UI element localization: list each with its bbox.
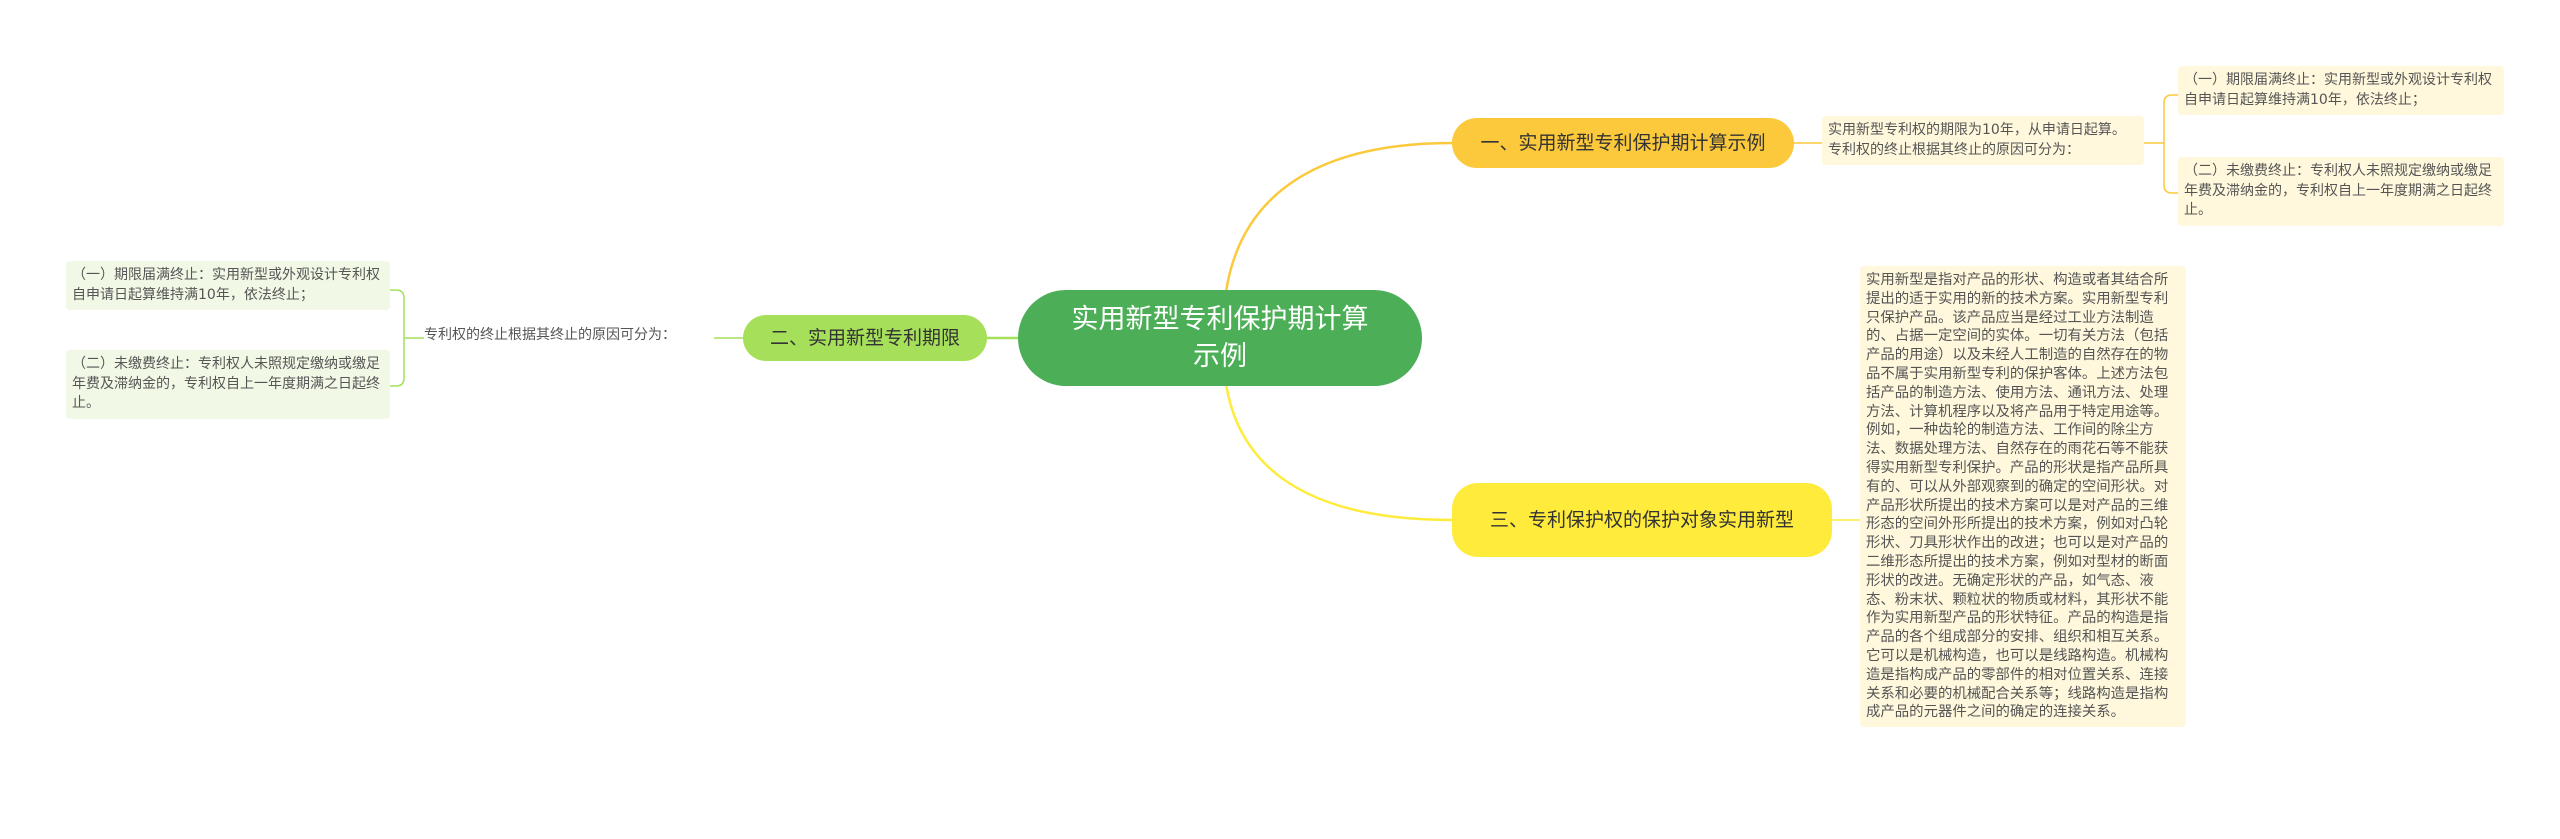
branch2-item-expiry[interactable]: （一）期限届满终止：实用新型或外观设计专利权自申请日起算维持满10年，依法终止； (66, 261, 390, 310)
root-topic-label: 实用新型专利保护期计算示例 (1071, 304, 1369, 372)
connector-root-branch1 (1224, 141, 1453, 293)
branch-protection-object[interactable]: 三、专利保护权的保护对象实用新型 (1452, 483, 1832, 557)
branch1-item-expiry[interactable]: （一）期限届满终止：实用新型或外观设计专利权自申请日起算维持满10年，依法终止； (2178, 66, 2504, 115)
branch2-summary-note[interactable]: 专利权的终止根据其终止的原因可分为： (424, 327, 676, 343)
branch-calculation-example-label: 一、实用新型专利保护期计算示例 (1480, 132, 1766, 154)
root-topic[interactable]: 实用新型专利保护期计算示例 (1018, 290, 1422, 386)
connector-summary2-items (390, 289, 424, 387)
branch1-item-unpaid-fee[interactable]: （二）未缴费终止：专利权人未照规定缴纳或缴足年费及滞纳金的，专利权自上一年度期满… (2178, 157, 2504, 226)
branch1-summary-note[interactable]: 实用新型专利权的期限为10年，从申请日起算。专利权的终止根据其终止的原因可分为： (1822, 116, 2144, 165)
branch2-item-unpaid-fee[interactable]: （二）未缴费终止：专利权人未照规定缴纳或缴足年费及滞纳金的，专利权自上一年度期满… (66, 350, 390, 419)
connector-summary1-items (2144, 94, 2178, 194)
branch-protection-object-label: 三、专利保护权的保护对象实用新型 (1490, 509, 1795, 531)
branch3-detail-note[interactable]: 实用新型是指对产品的形状、构造或者其结合所提出的适于实用的新的技术方案。实用新型… (1860, 266, 2186, 728)
branch-calculation-example[interactable]: 一、实用新型专利保护期计算示例 (1452, 118, 1794, 168)
connector-root-branch3 (1224, 383, 1453, 522)
branch-patent-term-label: 二、实用新型专利期限 (769, 327, 960, 349)
branch-patent-term[interactable]: 二、实用新型专利期限 (743, 315, 987, 361)
